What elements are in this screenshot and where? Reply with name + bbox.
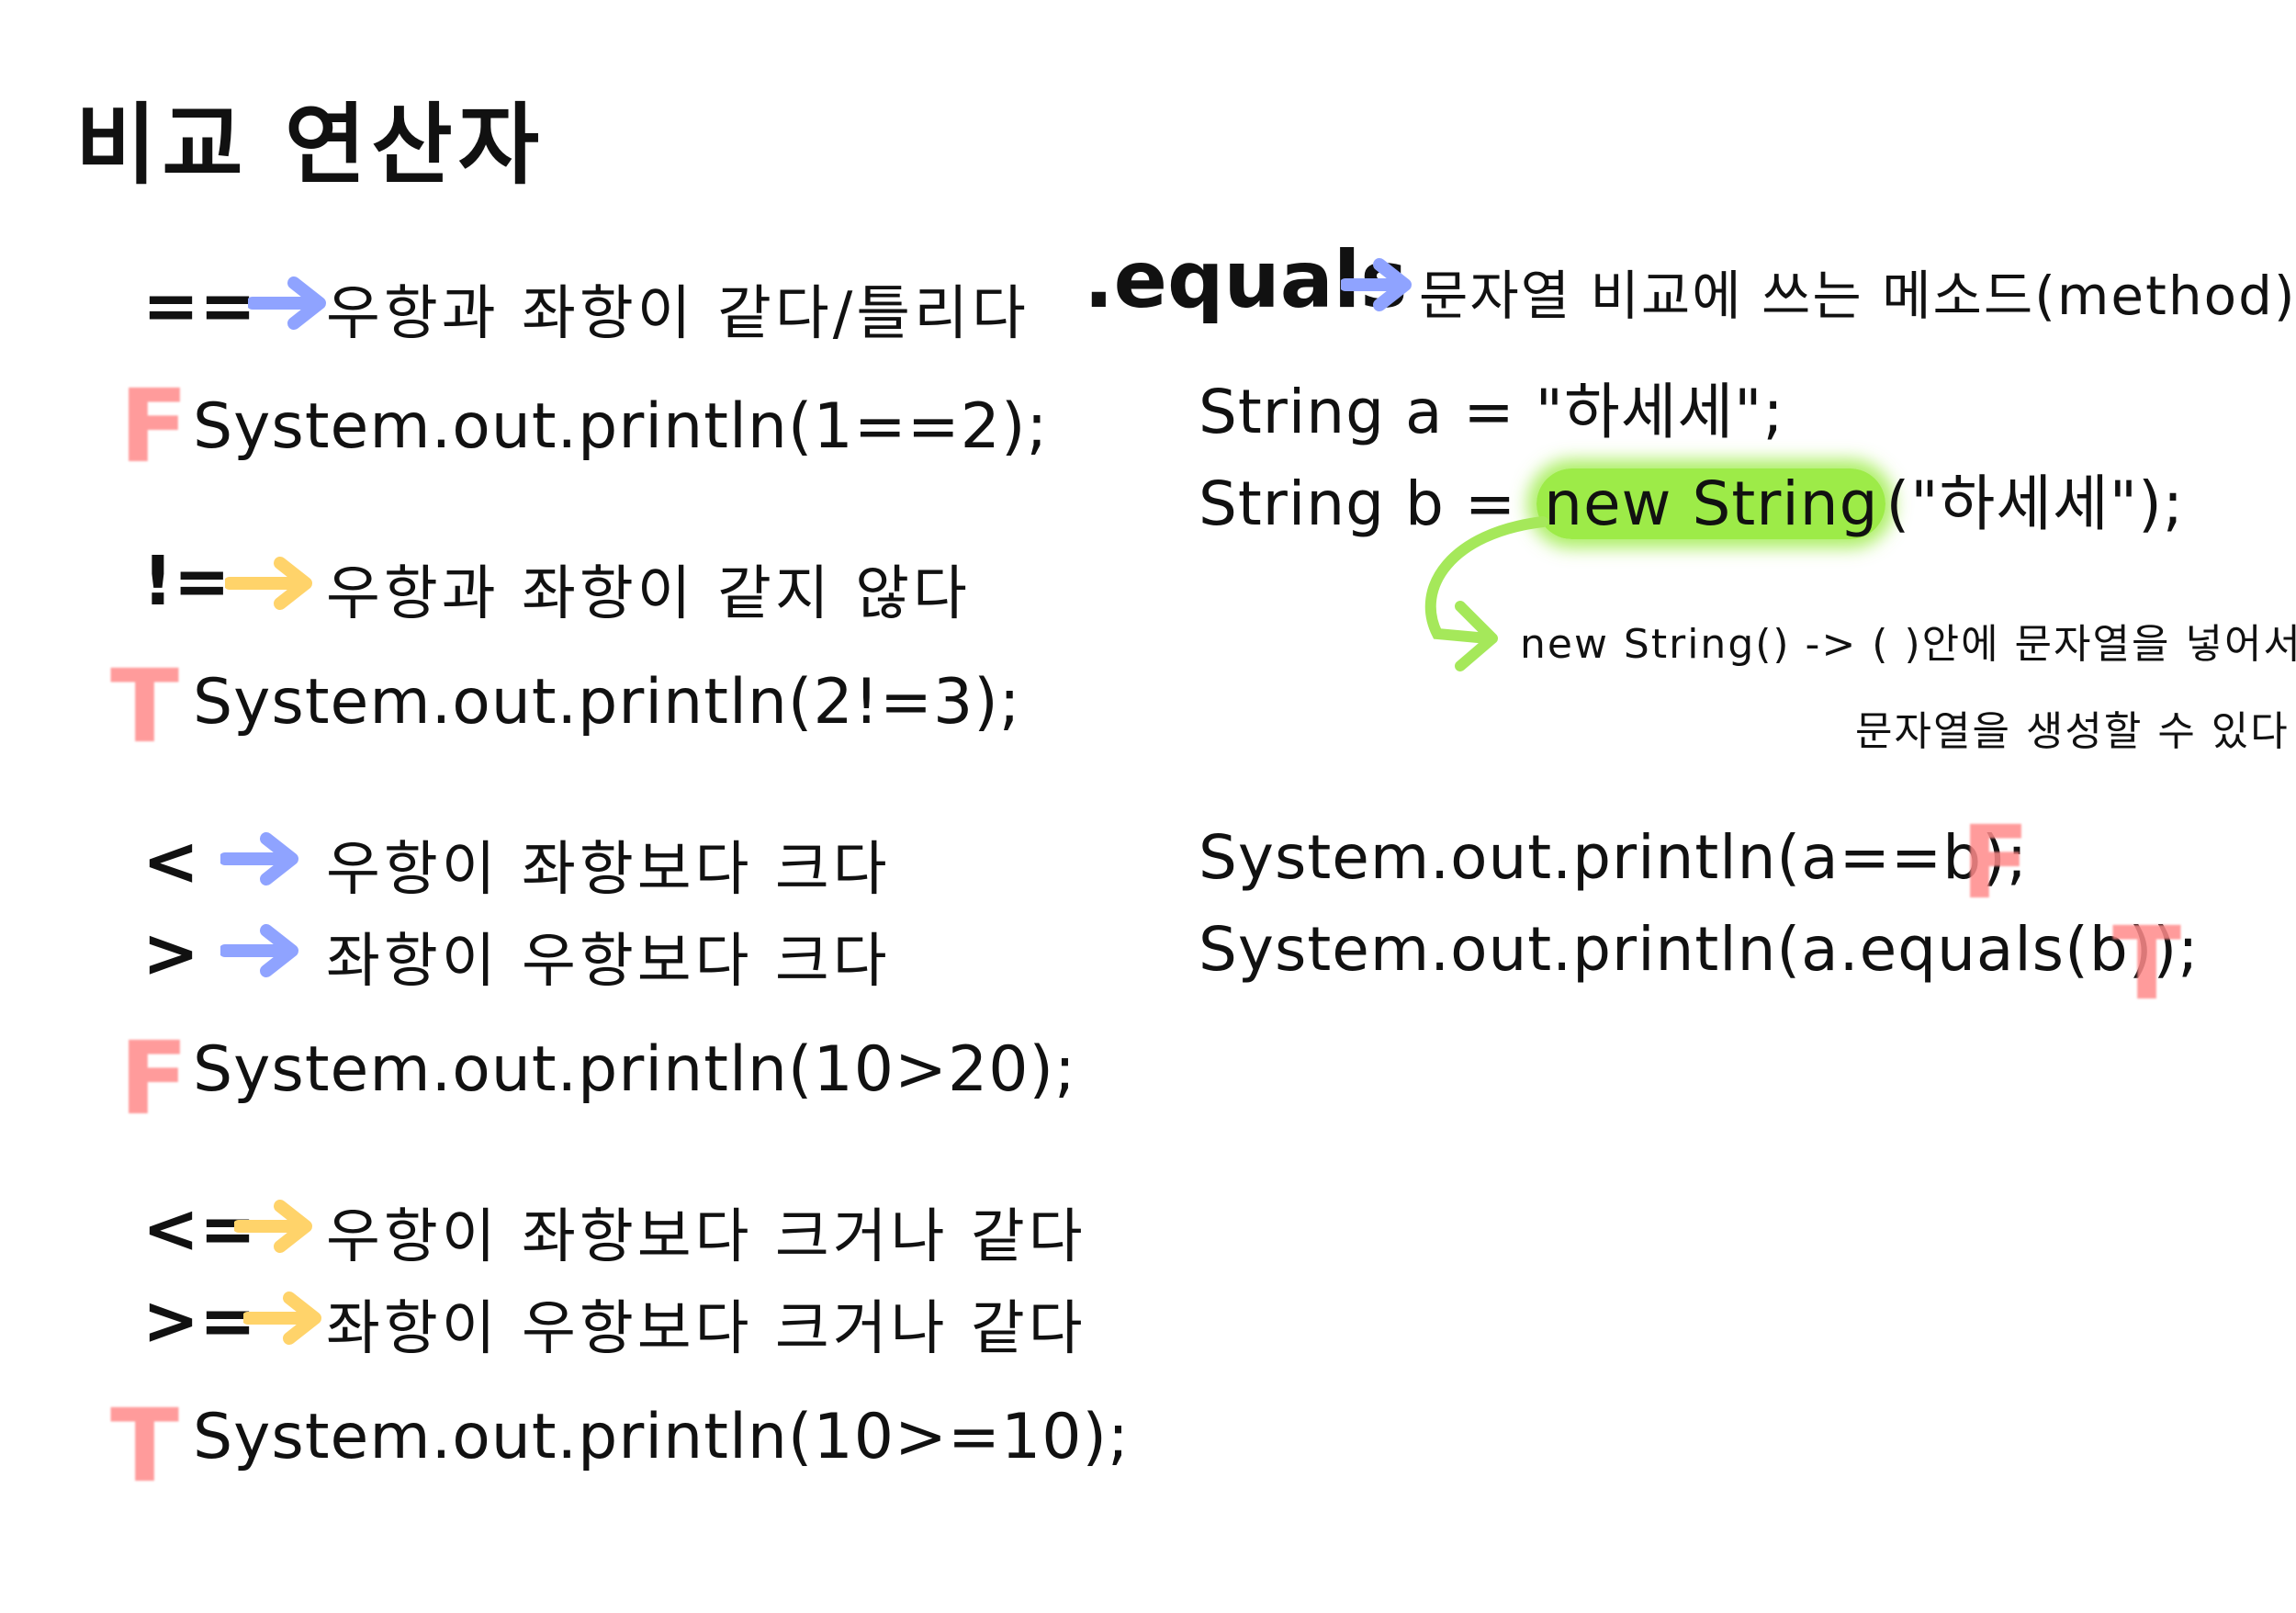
not-equal-operator: != [142, 542, 231, 621]
false-mark: F [1961, 804, 2031, 921]
blue-arrow-icon [248, 276, 326, 330]
code-line-compare: System.out.println(a==b); [1199, 822, 2029, 893]
greater-equal-operator: >= [142, 1281, 257, 1360]
equals-description: 문자열 비교에 쓰는 메소드(method) [1419, 265, 2296, 327]
less-than-operator: < [142, 822, 200, 901]
less-equal-description: 우항이 좌항보다 크거나 같다 [326, 1203, 1086, 1271]
blue-arrow-icon [220, 832, 298, 885]
string-b-prefix: String b = [1199, 468, 1537, 539]
not-equal-description: 우항과 좌항이 같지 않다 [326, 560, 971, 628]
code-line-equals: System.out.println(a.equals(b)); [1199, 914, 2200, 985]
code-line-ge: System.out.println(10>=10); [193, 1401, 1130, 1473]
string-b-suffix: ("하세세"); [1885, 468, 2185, 539]
greater-equal-description: 좌항이 우항보다 크거나 같다 [326, 1295, 1086, 1363]
yellow-arrow-icon [225, 557, 312, 610]
note-line-1: new String() -> ( )안에 문자열을 넣어서 [1520, 621, 2296, 668]
code-line-neq: System.out.println(2!=3); [193, 666, 1021, 739]
blue-arrow-icon [220, 924, 298, 977]
string-b-line: String b = new String("하세세"); [1199, 455, 2184, 543]
page-title: 비교 연산자 [75, 94, 546, 197]
blue-arrow-icon [1341, 258, 1412, 311]
false-mark: F [119, 1020, 189, 1137]
note-line-2: 문자열을 생성할 수 있다 [1855, 708, 2290, 755]
less-than-description: 우항이 좌항보다 크다 [326, 836, 891, 904]
new-string-highlight: new String [1536, 468, 1886, 539]
yellow-arrow-icon [243, 1292, 321, 1345]
code-line-gt: System.out.println(10>20); [193, 1033, 1076, 1106]
true-mark: T [110, 1387, 180, 1505]
greater-than-operator: > [142, 914, 200, 993]
greater-than-description: 좌항이 우항보다 크다 [326, 928, 891, 996]
equal-description: 우항과 좌항이 같다/틀리다 [326, 280, 1030, 348]
equal-operator: == [142, 266, 257, 345]
green-curved-arrow-icon [1424, 516, 1548, 671]
false-mark: F [119, 367, 189, 485]
true-mark: T [2112, 905, 2182, 1022]
true-mark: T [110, 648, 180, 765]
code-line-eq: System.out.println(1==2); [193, 390, 1049, 463]
string-a-line: String a = "하세세"; [1199, 377, 1784, 447]
yellow-arrow-icon [234, 1200, 312, 1253]
